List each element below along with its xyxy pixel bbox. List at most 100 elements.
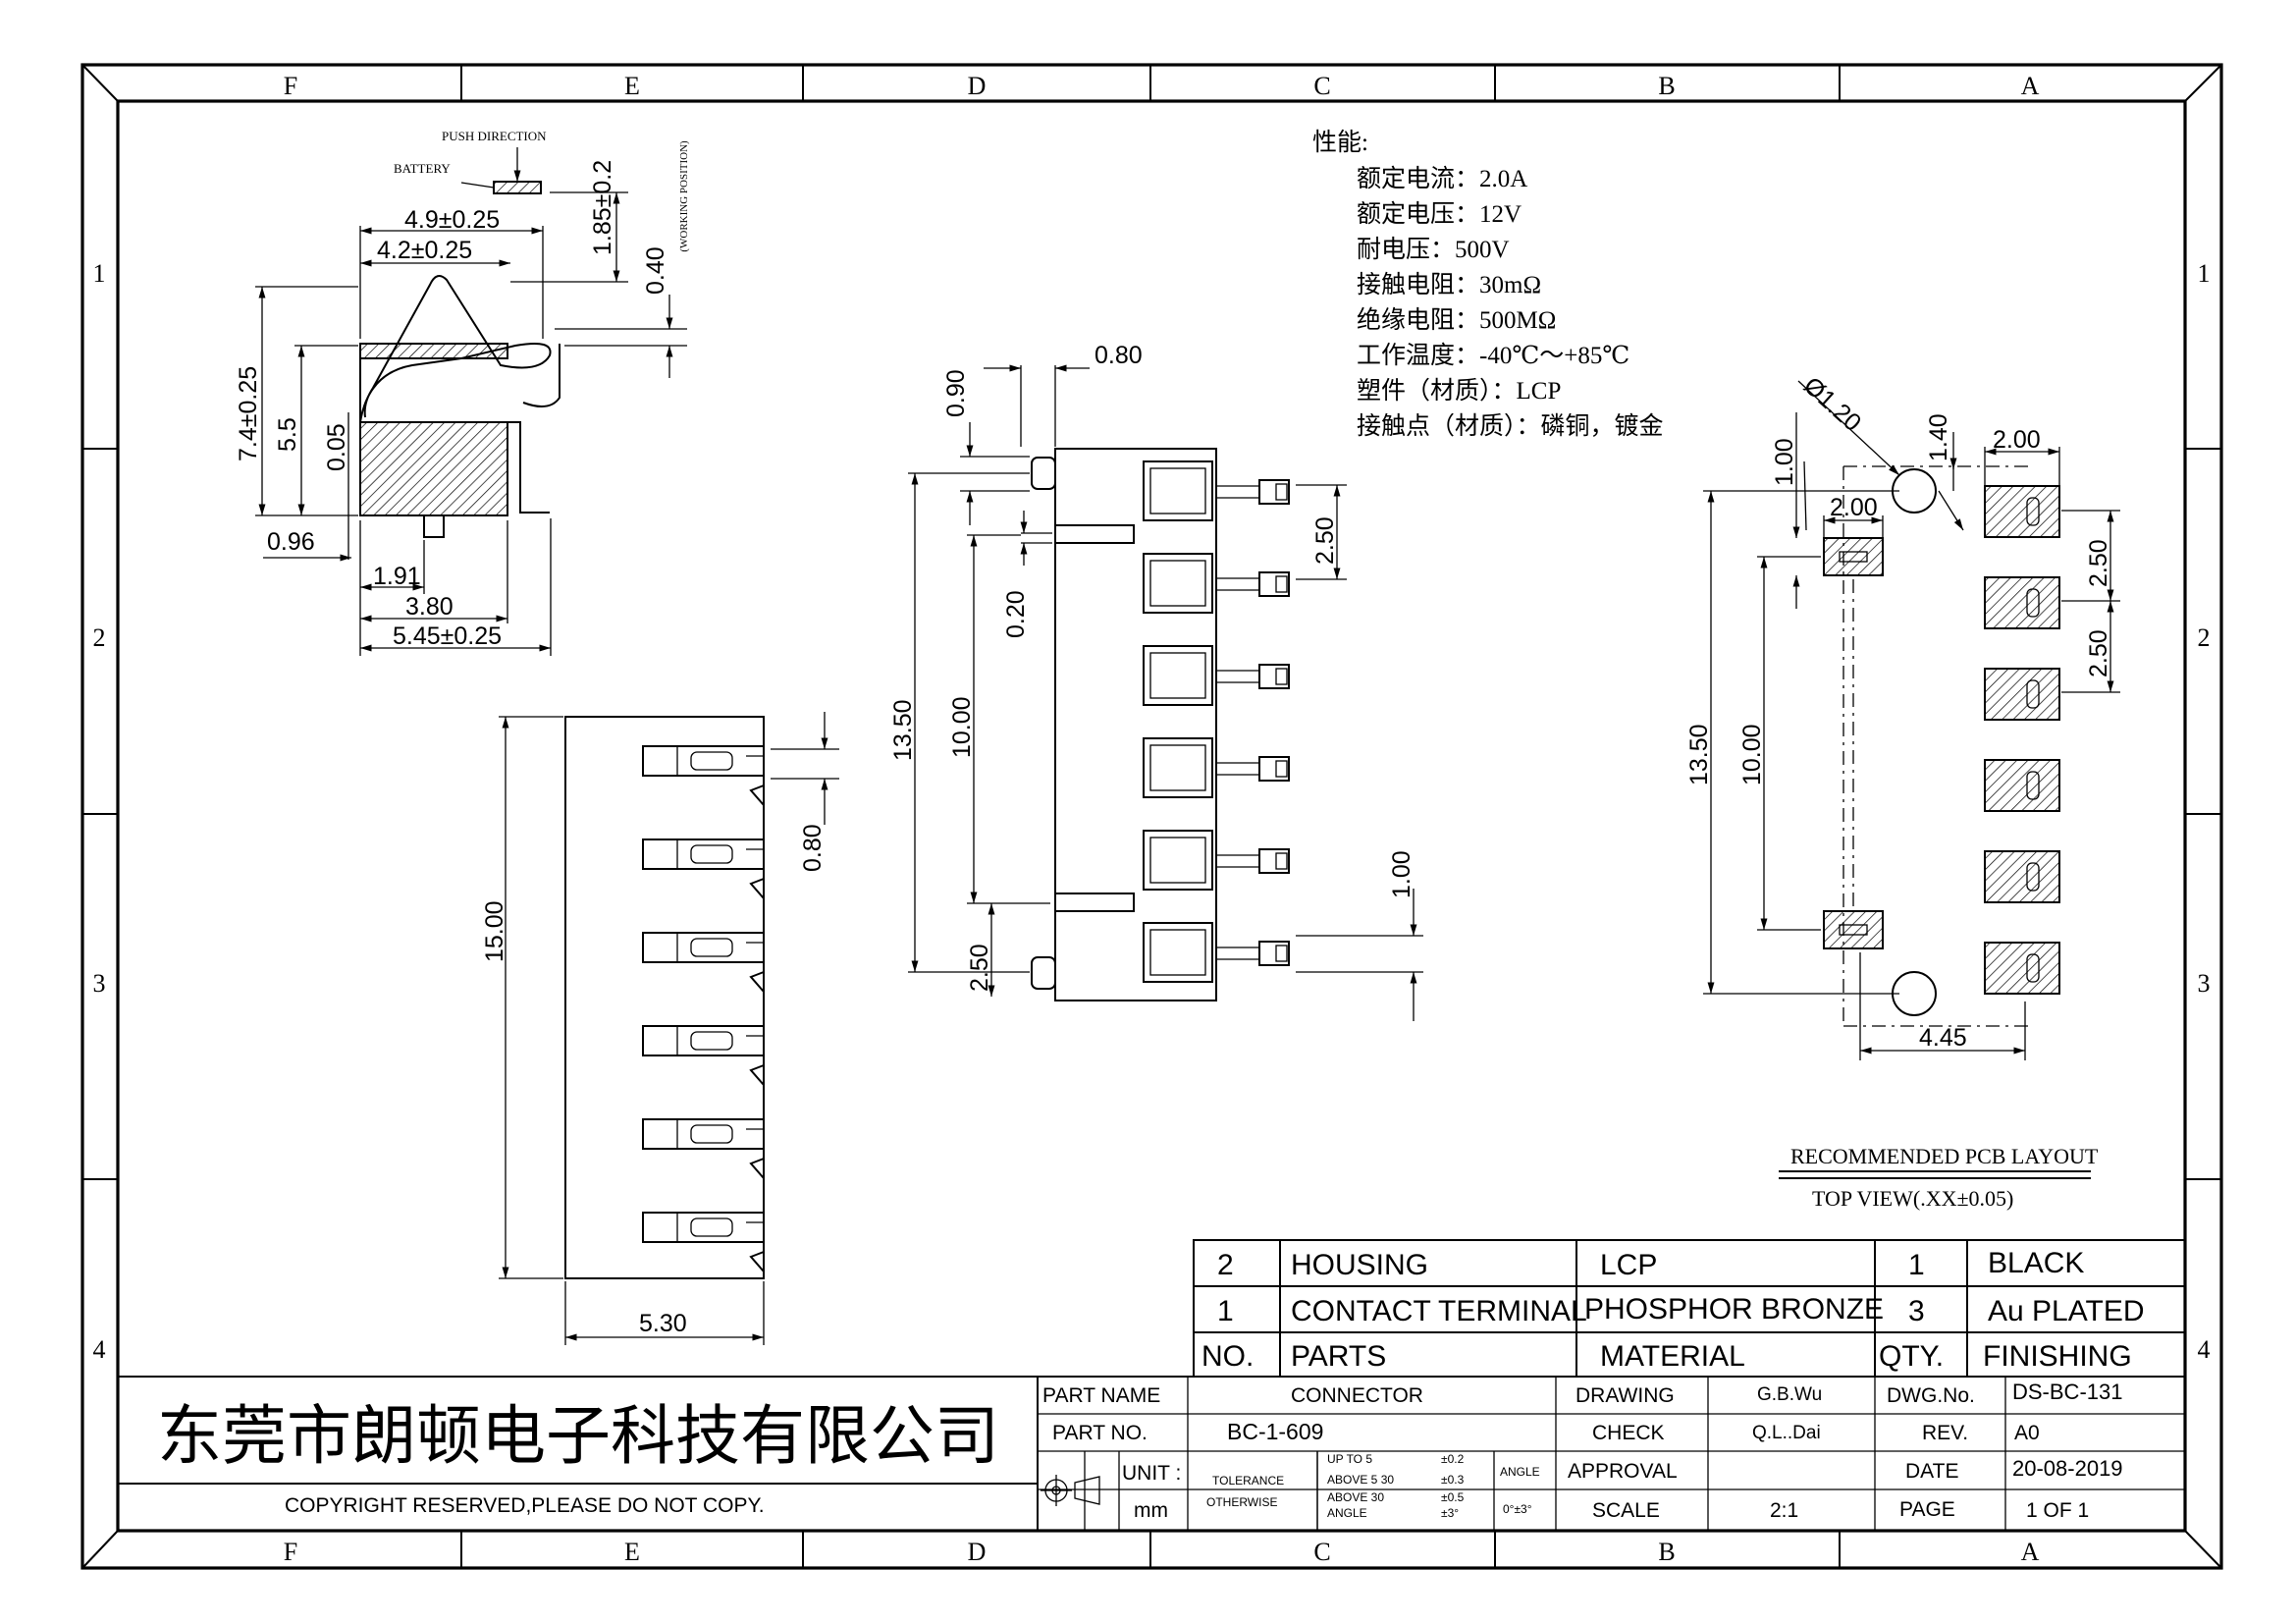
grid-col-top: F	[284, 72, 297, 100]
approval-label: APPROVAL	[1568, 1460, 1678, 1483]
grid-col-bottom: F	[284, 1538, 297, 1566]
dim-body-height: 5.5	[274, 417, 301, 452]
top-contact-cell	[1143, 553, 1290, 614]
grid-col-top: B	[1658, 72, 1675, 100]
grid-row-left: 1	[93, 259, 106, 288]
check-value: Q.L..Dai	[1752, 1423, 1821, 1443]
rev-label: REV.	[1922, 1422, 1968, 1444]
dim-top-overall: 13.50	[889, 699, 917, 761]
dim-pcb-hole: Ø1.20	[1798, 372, 1866, 437]
spec-item: 额定电压：12V	[1357, 200, 1522, 228]
title-block: 东莞市朗顿电子科技有限公司 COPYRIGHT RESERVED,PLEASE …	[118, 1376, 2185, 1531]
copyright-notice: COPYRIGHT RESERVED,PLEASE DO NOT COPY.	[285, 1494, 765, 1517]
grid-col-top: E	[624, 72, 640, 100]
dim-front-height: 15.00	[481, 900, 508, 962]
dim-pcb-x-offset: 4.45	[1919, 1024, 1967, 1052]
top-contact-cell	[1143, 645, 1290, 706]
grid-col-top: A	[2021, 72, 2040, 100]
bom-finish: BLACK	[1988, 1247, 2084, 1279]
dwg-no-label: DWG.No.	[1887, 1384, 1975, 1407]
spec-item: 耐电压：500V	[1357, 236, 1510, 263]
tol-angle-label: ANGLE	[1327, 1506, 1367, 1520]
front-contact-pin	[642, 932, 765, 993]
push-direction-label: PUSH DIRECTION	[442, 129, 547, 143]
unit-value: mm	[1134, 1499, 1168, 1522]
bom-no: 2	[1217, 1249, 1234, 1281]
bom-material: PHOSPHOR BRONZE	[1584, 1293, 1884, 1325]
front-contact-pin	[642, 1025, 765, 1086]
page-value: 1 OF 1	[2026, 1499, 2089, 1522]
dim-pcb-peg-pad-h: 1.00	[1771, 438, 1798, 486]
dim-total-height: 7.4±0.25	[235, 366, 262, 461]
bom-header-no: NO.	[1201, 1340, 1254, 1373]
grid-col-bottom: B	[1658, 1538, 1675, 1566]
spec-list: 性能: 额定电流：2.0A 额定电压：12V 耐电压：500V 接触电阻：30m…	[1312, 129, 1664, 440]
angle-label: ANGLE	[1500, 1465, 1540, 1479]
rev-value: A0	[2014, 1422, 2040, 1444]
grid-col-top: C	[1313, 72, 1330, 100]
spec-item: 工作温度：-40℃～+85℃	[1357, 342, 1629, 369]
top-contact-cell	[1143, 922, 1290, 983]
dim-pcb-peg-span: 10.00	[1738, 724, 1766, 785]
top-contact-cell	[1143, 460, 1290, 521]
bom-material: LCP	[1600, 1249, 1657, 1281]
bom-finish: Au PLATED	[1988, 1295, 2145, 1327]
grid-row-right: 2	[2198, 623, 2211, 652]
top-contact-cell	[1143, 830, 1290, 891]
dim-bottom-pitch: 2.50	[966, 944, 993, 992]
drawing-frame	[80, 63, 2223, 1570]
grid-col-bottom: C	[1313, 1538, 1330, 1566]
front-contact-pin	[642, 1212, 765, 1272]
bom-header-qty: QTY.	[1879, 1340, 1944, 1373]
spec-item: 绝缘电阻：500MΩ	[1357, 306, 1556, 334]
dim-overall-len: 5.45±0.25	[393, 622, 502, 650]
projection-symbol-icon	[1041, 1475, 1100, 1506]
pcb-layout: 1.00 2.00 Ø1.20 1.40 2.00 2.50 2.50 13.5…	[1685, 372, 2120, 1211]
battery-label: BATTERY	[394, 161, 451, 176]
pcb-layout-title: RECOMMENDED PCB LAYOUT	[1790, 1144, 2099, 1168]
tol-value: ±0.5	[1441, 1490, 1465, 1504]
dim-lead-w: 0.80	[1095, 342, 1143, 369]
drawing-label: DRAWING	[1575, 1384, 1675, 1407]
pcb-contact-pad	[1984, 850, 2060, 903]
dim-top-outer: 4.9±0.25	[404, 206, 500, 234]
pcb-contact-pad	[1984, 485, 2060, 538]
pcb-contact-pad	[1984, 668, 2060, 721]
front-contact-pin	[642, 839, 765, 899]
dim-offset: 0.05	[323, 423, 350, 471]
dim-preload: 0.40	[642, 246, 669, 295]
angle-value: 0°±3°	[1503, 1502, 1532, 1516]
scale-value: 2:1	[1770, 1499, 1798, 1522]
top-view: 0.80 0.90 0.20 13.50 10.00 2.50 2.50 1.0…	[889, 342, 1423, 1021]
tol-value: ±3°	[1441, 1506, 1459, 1520]
page-label: PAGE	[1899, 1498, 1955, 1521]
bom-qty: 3	[1908, 1295, 1925, 1327]
tol-value: ±0.3	[1441, 1473, 1465, 1487]
bom-no: 1	[1217, 1295, 1234, 1327]
grid-row-left: 4	[93, 1335, 106, 1364]
dim-pcb-overall: 13.50	[1685, 724, 1713, 785]
bom-header-finish: FINISHING	[1983, 1340, 2132, 1373]
spec-item: 额定电流：2.0A	[1357, 165, 1527, 192]
bom-header-material: MATERIAL	[1600, 1340, 1745, 1373]
grid-col-bottom: A	[2021, 1538, 2040, 1566]
dim-top-inner: 4.2±0.25	[377, 237, 472, 264]
tol-above-30: ABOVE 30	[1327, 1490, 1384, 1504]
grid-row-right: 3	[2198, 969, 2211, 998]
side-view: PUSH DIRECTION BATTERY (WORKING POSITION…	[235, 129, 690, 656]
drawing-value: G.B.Wu	[1757, 1384, 1822, 1405]
pcb-layout-subtitle: TOP VIEW(.XX±0.05)	[1812, 1186, 2013, 1211]
grid-col-bottom: E	[624, 1538, 640, 1566]
part-no-value: BC-1-609	[1227, 1419, 1323, 1444]
dim-peg-span: 10.00	[948, 696, 976, 758]
front-contact-pin	[642, 1118, 765, 1179]
bom-qty: 1	[1908, 1249, 1925, 1281]
dim-pcb-offset: 1.40	[1925, 413, 1952, 461]
working-position-label: (WORKING POSITION)	[678, 140, 690, 252]
dim-edge: 0.90	[942, 369, 970, 417]
dim-front-pin-w: 0.80	[799, 824, 827, 872]
spec-item: 接触点（材质）：磷铜，镀金	[1357, 412, 1664, 440]
pcb-contact-pad	[1984, 576, 2060, 629]
unit-label: UNIT :	[1122, 1462, 1181, 1485]
tolerance-label: TOLERANCE	[1212, 1474, 1284, 1488]
